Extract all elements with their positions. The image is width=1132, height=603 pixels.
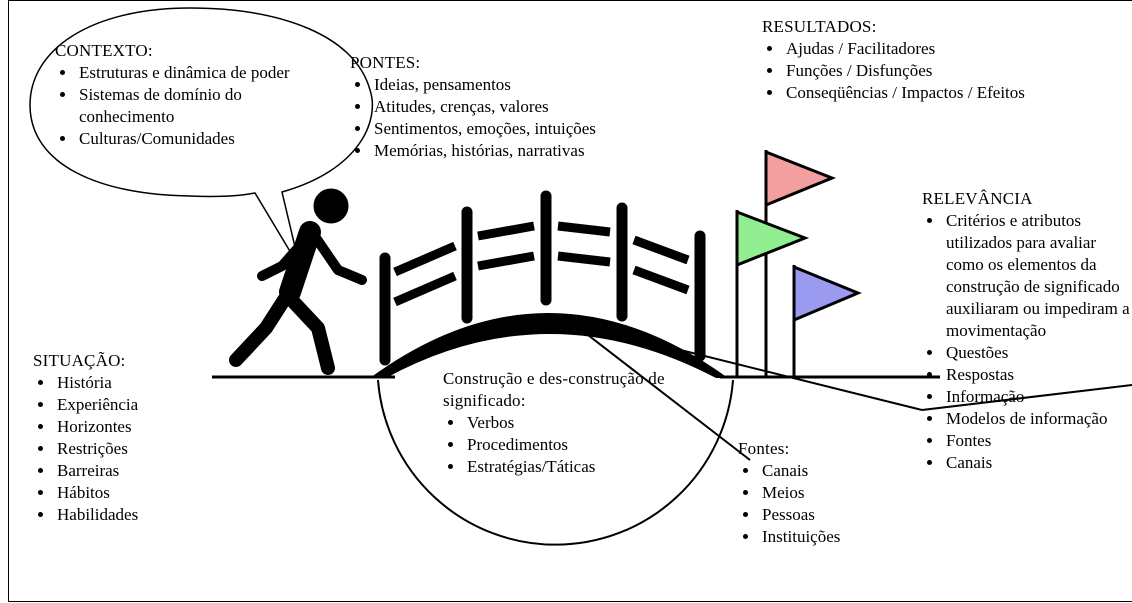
contexto-heading: CONTEXTO: — [55, 41, 153, 60]
walking-person-icon — [229, 188, 367, 375]
fontes-item: Canais — [760, 460, 908, 482]
construcao-list: Verbos Procedimentos Estratégias/Táticas — [443, 412, 673, 478]
relevancia-item: Respostas — [944, 364, 1130, 386]
bridge-deck — [370, 313, 728, 378]
relevancia-block: RELEVÂNCIA Critérios e atributos utiliza… — [922, 188, 1130, 474]
flag-green-icon — [735, 209, 810, 378]
diagram-frame — [8, 0, 1132, 602]
pontes-block: PONTES: Ideias, pensamentos Atitudes, cr… — [350, 52, 670, 162]
situacao-list: História Experiência Horizontes Restriçõ… — [33, 372, 213, 526]
construcao-block: Construção e des-construção de significa… — [443, 368, 673, 478]
situacao-item: História — [55, 372, 213, 394]
relevancia-item: Canais — [944, 452, 1130, 474]
construcao-item: Procedimentos — [465, 434, 673, 456]
contexto-item: Culturas/Comunidades — [77, 128, 305, 150]
flag-red-icon — [764, 149, 837, 378]
situacao-item: Restrições — [55, 438, 213, 460]
contexto-list: Estruturas e dinâmica de poder Sistemas … — [55, 62, 305, 150]
relevancia-item: Questões — [944, 342, 1130, 364]
flag-blue-cloth — [792, 264, 862, 323]
contexto-block: CONTEXTO: Estruturas e dinâmica de poder… — [55, 40, 305, 150]
chasm-arc — [377, 379, 734, 546]
situacao-item: Experiência — [55, 394, 213, 416]
relevancia-item: Critérios e atributos utilizados para av… — [944, 210, 1130, 342]
resultados-item: Ajudas / Facilitadores — [784, 38, 1122, 60]
pontes-item: Atitudes, crenças, valores — [372, 96, 670, 118]
construcao-item: Verbos — [465, 412, 673, 434]
relevancia-item: Modelos de informação — [944, 408, 1130, 430]
relevancia-heading: RELEVÂNCIA — [922, 189, 1033, 208]
construcao-heading: Construção e des-construção de significa… — [443, 369, 665, 410]
fontes-item: Meios — [760, 482, 908, 504]
construcao-item: Estratégias/Táticas — [465, 456, 673, 478]
resultados-list: Ajudas / Facilitadores Funções / Disfunç… — [762, 38, 1122, 104]
fontes-block: Fontes: Canais Meios Pessoas Instituiçõe… — [738, 438, 908, 548]
contexto-item: Sistemas de domínio do conhecimento — [77, 84, 305, 128]
contexto-item: Estruturas e dinâmica de poder — [77, 62, 305, 84]
bridge-rails — [393, 221, 690, 307]
flag-green-cloth — [735, 209, 810, 268]
pontes-item: Memórias, histórias, narrativas — [372, 140, 670, 162]
resultados-block: RESULTADOS: Ajudas / Facilitadores Funçõ… — [762, 16, 1122, 104]
pontes-item: Sentimentos, emoções, intuições — [372, 118, 670, 140]
pontes-item: Ideias, pensamentos — [372, 74, 670, 96]
flag-blue-icon — [792, 264, 862, 378]
relevancia-item: Informação — [944, 386, 1130, 408]
bridge-posts — [379, 190, 706, 366]
situacao-item: Horizontes — [55, 416, 213, 438]
relevancia-list: Critérios e atributos utilizados para av… — [922, 210, 1130, 474]
fontes-item: Instituições — [760, 526, 908, 548]
speech-bubble — [29, 7, 374, 269]
situacao-item: Hábitos — [55, 482, 213, 504]
flag-red-cloth — [764, 149, 837, 208]
situacao-item: Barreiras — [55, 460, 213, 482]
situacao-item: Habilidades — [55, 504, 213, 526]
situacao-block: SITUAÇÃO: História Experiência Horizonte… — [33, 350, 213, 526]
fontes-list: Canais Meios Pessoas Instituições — [738, 460, 908, 548]
fontes-item: Pessoas — [760, 504, 908, 526]
situacao-heading: SITUAÇÃO: — [33, 351, 126, 370]
pontes-heading: PONTES: — [350, 53, 421, 72]
resultados-item: Funções / Disfunções — [784, 60, 1122, 82]
relevancia-item: Fontes — [944, 430, 1130, 452]
connector-lines — [574, 324, 1132, 461]
resultados-item: Conseqüências / Impactos / Efeitos — [784, 82, 1122, 104]
resultados-heading: RESULTADOS: — [762, 17, 877, 36]
fontes-heading: Fontes: — [738, 439, 790, 458]
pontes-list: Ideias, pensamentos Atitudes, crenças, v… — [350, 74, 670, 162]
